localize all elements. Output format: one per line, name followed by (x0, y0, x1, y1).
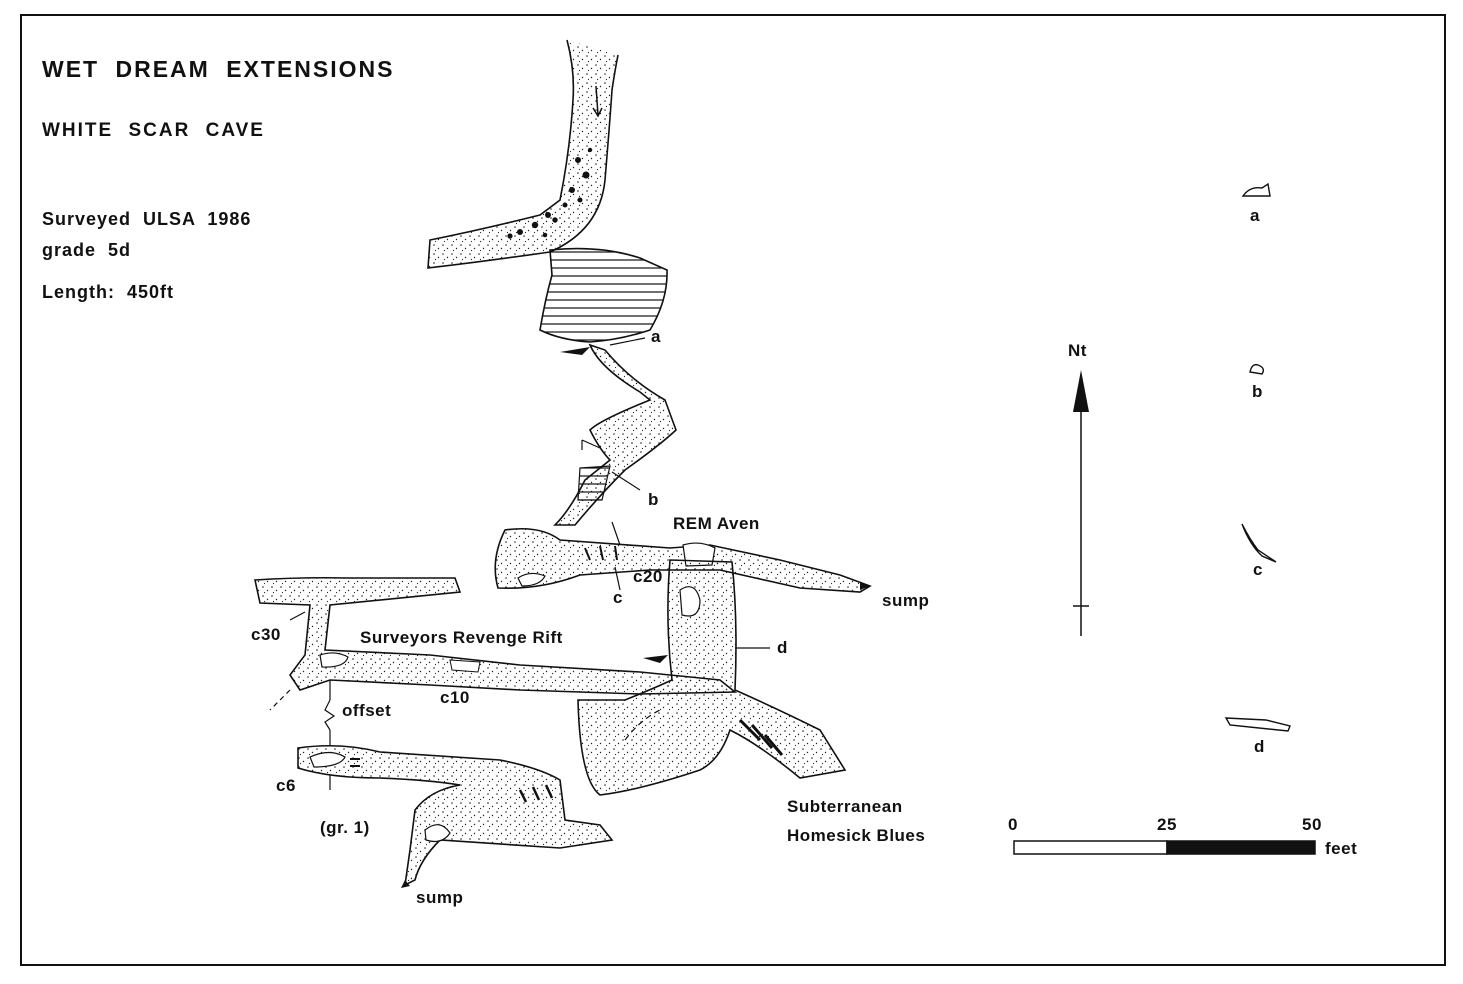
main-inlet-passage (427, 39, 619, 269)
cross-section-b-label: b (1252, 382, 1263, 401)
label-section-c: c (613, 588, 623, 607)
lower-passage-c6 (297, 744, 614, 888)
cross-section-a-profile (1241, 182, 1271, 197)
label-subterranean: Subterranean (787, 797, 903, 816)
label-homesick-blues: Homesick Blues (787, 826, 926, 845)
cross-section-d-label: d (1254, 737, 1265, 756)
sump-pool-a (539, 247, 668, 355)
label-gr1: (gr. 1) (320, 818, 370, 837)
cave-name: WHITE SCAR CAVE (42, 120, 265, 141)
cross-section-d-profile (1224, 717, 1291, 732)
scale-tick-0: 0 (1008, 815, 1018, 834)
label-rem-aven: REM Aven (673, 514, 760, 533)
label-offset: offset (342, 701, 392, 720)
zigzag-passage (553, 343, 677, 526)
label-c6: c6 (276, 776, 296, 795)
cross-section-b-profile (1249, 363, 1265, 375)
label-c20: c20 (633, 567, 663, 586)
scale-tick-50: 50 (1302, 815, 1322, 834)
cross-section-a-label: a (1250, 206, 1260, 225)
map-title: WET DREAM EXTENSIONS (42, 56, 395, 82)
label-sump-east: sump (882, 591, 930, 610)
surveyed-info: Surveyed ULSA 1986 (42, 209, 252, 229)
scale-tick-25: 25 (1157, 815, 1177, 834)
cross-section-c-profile (1241, 523, 1277, 563)
north-arrow (1073, 370, 1089, 636)
offset-line (324, 680, 336, 790)
cross-section-c-label: c (1253, 560, 1263, 579)
label-section-d: d (777, 638, 788, 657)
map-frame (20, 14, 1446, 966)
north-arrow-label: Nt (1068, 341, 1087, 360)
surveyors-revenge-rift (254, 576, 738, 711)
label-surveyors-revenge-rift: Surveyors Revenge Rift (360, 628, 563, 647)
cross-section-profiles (1224, 182, 1291, 732)
scale-bar (1013, 840, 1316, 855)
label-section-b: b (648, 490, 659, 509)
cave-length: Length: 450ft (42, 282, 175, 302)
scale-unit: feet (1325, 839, 1358, 858)
label-c10: c10 (440, 688, 470, 707)
label-c30: c30 (251, 625, 281, 644)
survey-grade: grade 5d (42, 240, 132, 260)
label-sump-south: sump (416, 888, 464, 907)
label-section-a: a (651, 327, 661, 346)
